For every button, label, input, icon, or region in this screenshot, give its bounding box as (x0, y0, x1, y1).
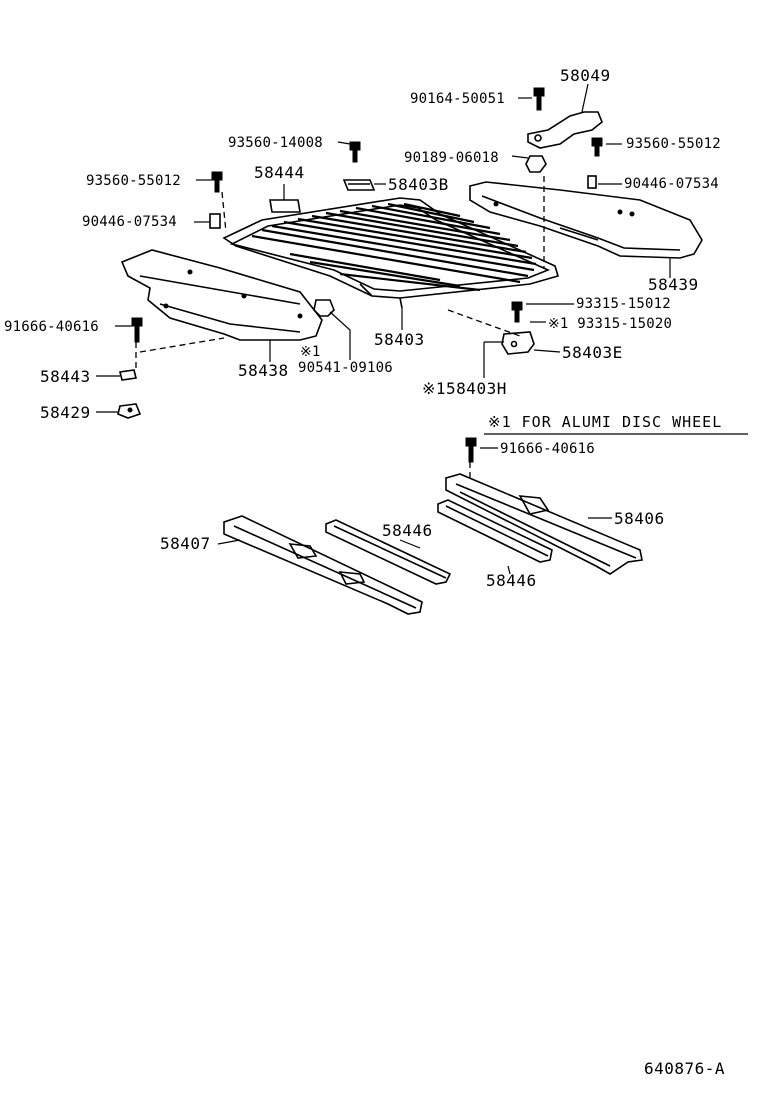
label-58446-upper: 58446 (382, 521, 433, 540)
label-90189-06018: 90189-06018 (404, 150, 499, 166)
clip-90541 (313, 299, 335, 317)
label-58403: 58403 (374, 330, 425, 349)
pad-58444 (269, 199, 301, 213)
label-90164-50051: 90164-50051 (410, 91, 505, 107)
bolt-93315 (511, 301, 523, 323)
bracket-58403E (501, 331, 535, 355)
rail-58407 (223, 515, 423, 615)
bolt-93560-right (591, 137, 603, 157)
rail-58446-upper (325, 519, 452, 585)
bolt-91666-right (465, 437, 477, 463)
label-58403B: 58403B (388, 175, 449, 194)
clip-58429 (117, 403, 142, 419)
label-58407: 58407 (160, 534, 211, 553)
label-93315-15012: 93315-15012 (576, 296, 671, 312)
label-58446-lower: 58446 (486, 571, 537, 590)
label-90541-09106: 90541-09106 (298, 360, 393, 376)
label-90446-07534-right: 90446-07534 (624, 176, 719, 192)
cover-58439 (469, 175, 703, 259)
label-90541-mark: ※1 (300, 344, 321, 360)
label-93315-15020: ※1 93315-15020 (548, 316, 673, 332)
label-58438: 58438 (238, 361, 289, 380)
label-58439: 58439 (648, 275, 699, 294)
assembly-lines (135, 176, 545, 478)
bracket-58049 (527, 111, 603, 149)
rail-58446-lower (437, 499, 553, 563)
figure-id: 640876-A (644, 1059, 726, 1078)
label-93560-14008: 93560-14008 (228, 135, 323, 151)
label-91666-40616-left: 91666-40616 (4, 319, 99, 335)
label-58403H: ※158403H (422, 379, 507, 398)
label-93560-55012-left: 93560-55012 (86, 173, 181, 189)
label-91666-40616-right: 91666-40616 (500, 441, 595, 457)
leader-lines (96, 83, 671, 575)
rail-58406 (445, 473, 643, 575)
label-58049: 58049 (560, 66, 611, 85)
label-58443: 58443 (40, 367, 91, 386)
label-90446-07534-left: 90446-07534 (82, 214, 177, 230)
clip-58443 (119, 369, 137, 381)
bolt-93560-left (211, 171, 223, 193)
nut-90189 (525, 155, 547, 173)
label-58429: 58429 (40, 403, 91, 422)
floor-pan-58403 (222, 197, 559, 309)
label-58406: 58406 (614, 509, 665, 528)
bolt-93560-14008 (349, 141, 361, 163)
bolt-91666-left (131, 317, 143, 343)
label-93560-55012-right: 93560-55012 (626, 136, 721, 152)
bolt-90164 (533, 87, 545, 111)
label-58444: 58444 (254, 163, 305, 182)
grommet-90446-left (209, 213, 221, 229)
note-alumi-disc-wheel: ※1 FOR ALUMI DISC WHEEL (488, 413, 723, 431)
label-58403E: 58403E (562, 343, 623, 362)
clip-58403B (342, 179, 376, 191)
